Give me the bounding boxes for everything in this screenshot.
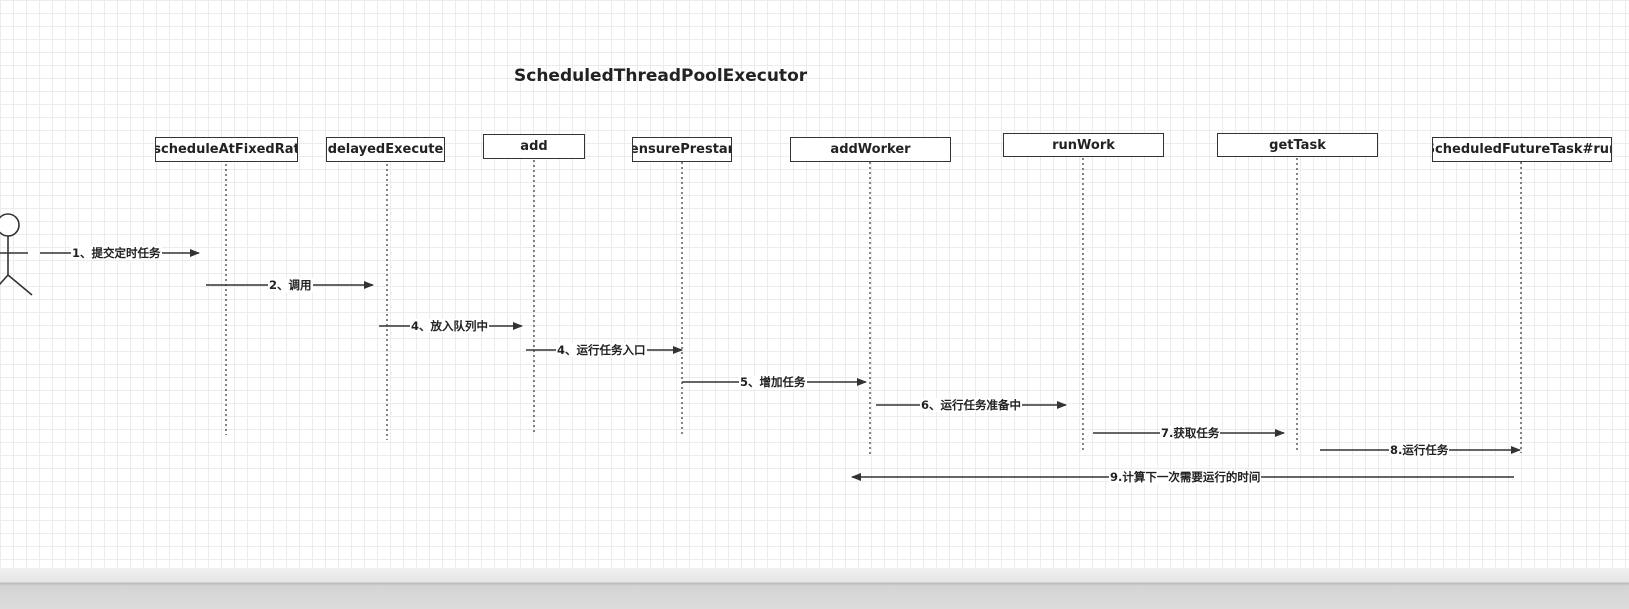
- participant-scheduleatfixedrat[interactable]: scheduleAtFixedRat: [155, 137, 298, 162]
- participant-ensureprestar[interactable]: ensurePrestar: [632, 137, 732, 162]
- message-label-4: 4、运行任务入口: [556, 343, 647, 357]
- message-label-7: 7.获取任务: [1160, 426, 1221, 440]
- participant-addworker[interactable]: addWorker: [790, 137, 951, 162]
- message-label-1: 1、提交定时任务: [71, 246, 162, 260]
- sequence-diagram-lines: [0, 158, 1522, 481]
- message-label-6: 6、运行任务准备中: [920, 398, 1023, 412]
- participant-runwork[interactable]: runWork: [1003, 133, 1164, 157]
- bottom-scroll-bar[interactable]: [0, 568, 1629, 609]
- diagram-title: ScheduledThreadPoolExecutor: [514, 66, 808, 86]
- participant-gettask[interactable]: getTask: [1217, 133, 1378, 157]
- message-label-9: 9.计算下一次需要运行的时间: [1109, 470, 1262, 484]
- participant-delayedexecute[interactable]: delayedExecute: [326, 137, 445, 162]
- participant-scheduledfuturetask-run[interactable]: ScheduledFutureTask#run: [1432, 137, 1612, 162]
- message-label-2: 2、调用: [268, 278, 313, 292]
- message-label-8: 8.运行任务: [1389, 443, 1450, 457]
- participant-add[interactable]: add: [483, 134, 585, 159]
- actor-icon: [0, 213, 33, 296]
- message-label-5: 5、增加任务: [739, 375, 807, 389]
- message-label-3: 4、放入队列中: [410, 319, 490, 333]
- diagram-canvas: ScheduledThreadPoolExecutor scheduleAtFi…: [0, 0, 1629, 568]
